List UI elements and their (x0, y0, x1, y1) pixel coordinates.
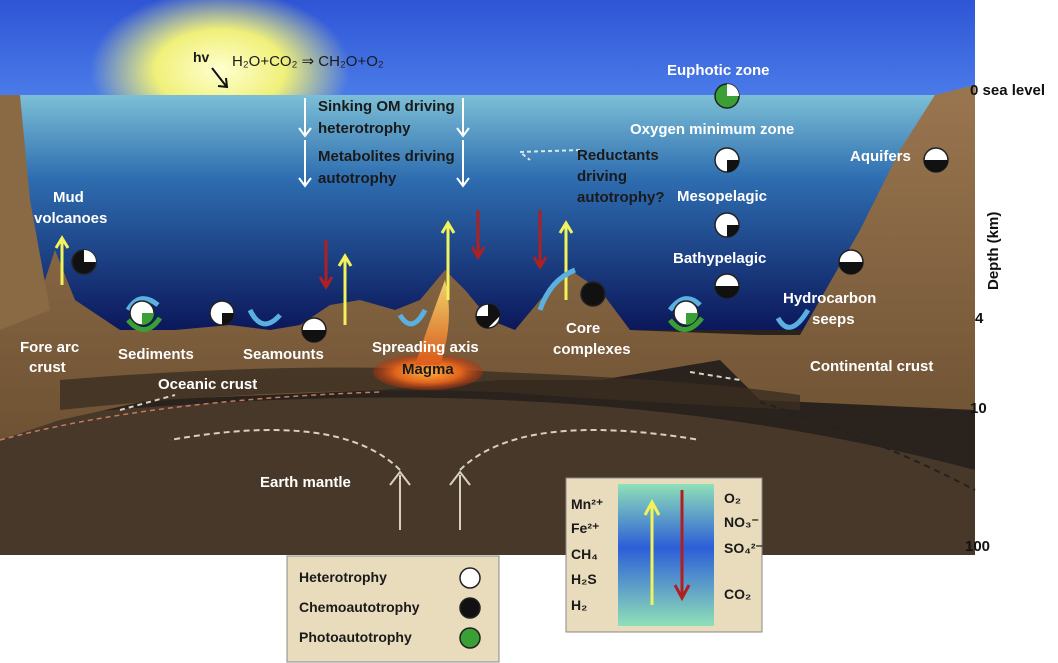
magma-chamber (373, 354, 483, 390)
reductants-label-1: Reductants (577, 147, 659, 164)
legend-photoautotrophy-swatch (459, 627, 481, 649)
sinking-om-label: Sinking OM driving (318, 98, 455, 115)
sinking-arrows (298, 98, 470, 188)
marker-mud-volcano (71, 249, 97, 275)
redox-h2: H₂ (571, 597, 588, 613)
mantle-flow-left (169, 429, 401, 471)
spreading-axis-label: Spreading axis (372, 339, 479, 356)
legend-chemoautotrophy-label: Chemoautotrophy (299, 599, 420, 615)
flux-arrows (54, 210, 574, 325)
aquifers-label: Aquifers (850, 148, 911, 165)
marker-seamount-2 (301, 317, 327, 343)
redox-ch4: CH₄ (571, 546, 598, 562)
marker-sediments (129, 300, 155, 326)
redox-h2s: H₂S (571, 571, 597, 587)
legend-heterotrophy-swatch (459, 567, 481, 589)
earth-mantle-label: Earth mantle (260, 474, 351, 491)
marker-bathypelagic (714, 273, 740, 299)
omz-label: Oxygen minimum zone (630, 121, 795, 138)
core-label-2: complexes (553, 341, 631, 358)
magma-label: Magma (402, 361, 454, 378)
fore-arc-label-2: crust (29, 359, 66, 376)
redox-gradient (618, 484, 714, 626)
autotrophy-label: autotrophy (318, 170, 397, 187)
oceanic-crust-label: Oceanic crust (158, 376, 258, 393)
metabolism-markers (71, 83, 949, 343)
redox-no3: NO₃⁻ (724, 514, 759, 530)
hydrothermal-plume (415, 280, 449, 365)
reductants-label-2: driving (577, 168, 628, 185)
continental-crust-label: Continental crust (810, 358, 934, 375)
light-arrow (211, 67, 229, 89)
marker-aquifers (923, 147, 949, 173)
mantle-arrow-up-2 (449, 470, 471, 530)
heterotrophy-label: heterotrophy (318, 120, 411, 137)
depth-axis-title: Depth (km) (985, 211, 1002, 290)
metabolites-label: Metabolites driving (318, 148, 455, 165)
hydrocarbon-label-2: seeps (812, 311, 855, 328)
redox-so4: SO₄²⁻ (724, 540, 763, 556)
seamounts-label: Seamounts (243, 346, 324, 363)
marker-spreading (475, 303, 501, 329)
depth-tick-4: 4 (975, 310, 984, 327)
legend-photoautotrophy-label: Photoautotrophy (299, 629, 412, 645)
legend-chemoautotrophy-swatch (459, 597, 481, 619)
redox-mn: Mn²⁺ (571, 496, 604, 512)
mantle-arrow-up-1 (389, 470, 411, 530)
fore-arc-wall (0, 95, 50, 330)
depth-tick-0: 0 sea level (970, 82, 1046, 99)
oceanic-flow-arrow (119, 394, 176, 411)
redox-co2: CO₂ (724, 586, 752, 602)
depth-tick-100: 100 (965, 538, 991, 555)
ocean (0, 95, 975, 335)
legend-heterotrophy-label: Heterotrophy (299, 569, 387, 585)
redox-o2: O₂ (724, 490, 742, 506)
mesopelagic-label: Mesopelagic (677, 188, 768, 205)
mantle-flow-right (459, 429, 701, 471)
subduction-line (0, 391, 381, 441)
photosynthesis-equation: H₂O+CO₂ ⇒ CH₂O+O₂ (232, 53, 384, 70)
redox-down-arrow (673, 490, 691, 602)
marker-mesopelagic (714, 212, 740, 238)
marker-omz (714, 147, 740, 173)
hydrocarbon-label-1: Hydrocarbon (783, 290, 877, 307)
hv-label: hv (193, 49, 210, 65)
depth-tick-10: 10 (970, 400, 987, 417)
redox-up-arrow (643, 498, 661, 605)
marker-euphotic (714, 83, 740, 109)
bathypelagic-label: Bathypelagic (673, 250, 767, 267)
mud-label-2: volcanoes (34, 210, 108, 227)
cycling-arrows (125, 267, 811, 332)
marker-seamount-1 (209, 300, 235, 326)
marker-core (580, 281, 606, 307)
marker-sediments-right (673, 300, 699, 326)
reductants-label-3: autotrophy? (577, 189, 665, 206)
mud-label-1: Mud (53, 189, 84, 206)
crust (0, 85, 975, 440)
fore-arc-label-1: Fore arc (20, 339, 80, 356)
marker-hydrocarbon (838, 249, 864, 275)
sediments-label: Sediments (118, 346, 194, 363)
redox-fe: Fe²⁺ (571, 520, 600, 536)
euphotic-zone-label: Euphotic zone (667, 62, 770, 79)
core-label-1: Core (566, 320, 601, 337)
